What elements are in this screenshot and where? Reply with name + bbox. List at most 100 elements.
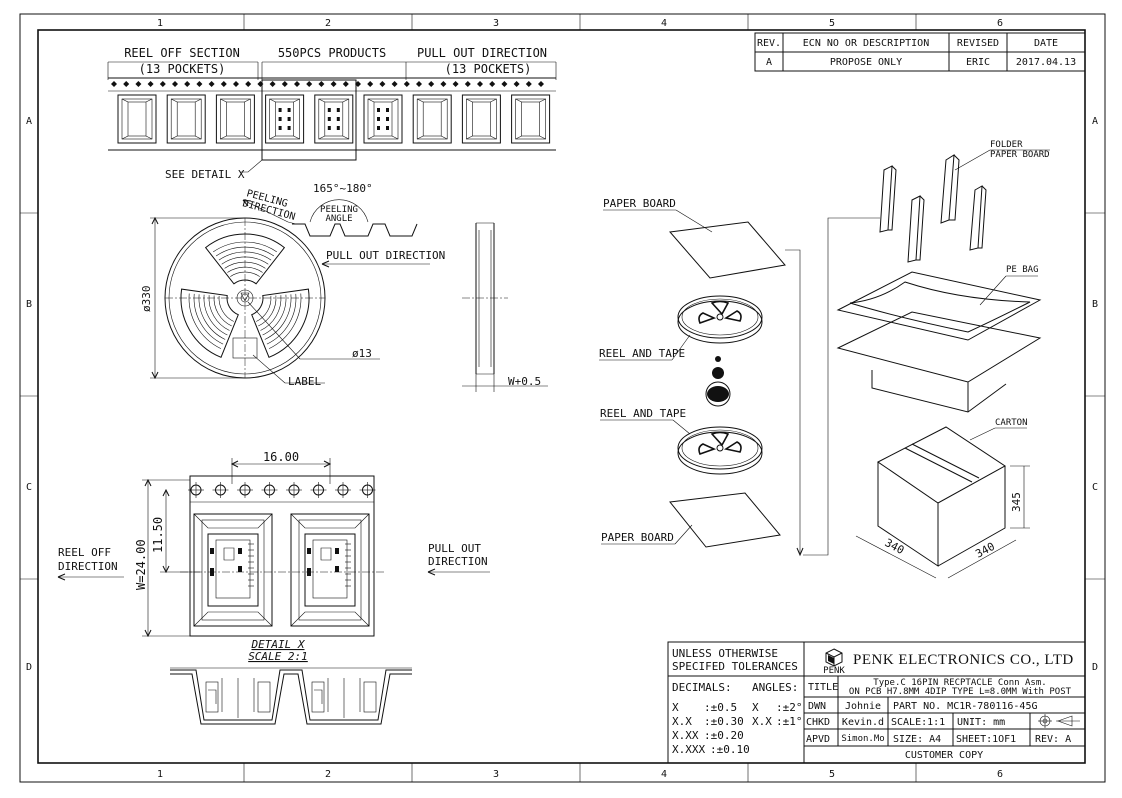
sprocket-hole [123, 81, 130, 87]
reel-spoke-window [251, 288, 310, 358]
grid-col-2-bottom: 2 [325, 769, 331, 780]
rev-value-revised: ERIC [966, 57, 990, 68]
sprocket-hole [147, 81, 154, 87]
pe-bag-box [836, 271, 1042, 413]
tol-row-2-key: X.X [672, 715, 692, 728]
pull-out-direction-top-label: PULL OUT DIRECTION [417, 46, 547, 60]
size-value: SIZE: A4 [893, 734, 941, 745]
grid-col-4-bottom: 4 [661, 769, 667, 780]
part-title-line-1: Type.C 16PIN RECPTACLE Conn Asm. [873, 678, 1046, 688]
tol-row-2-angle-value: :±1° [776, 715, 803, 728]
detail-sprocket-hole [335, 482, 351, 498]
paper-board-bottom-label: PAPER BOARD [601, 531, 674, 544]
reel-side-view: W+0.5 [462, 222, 548, 392]
products-label: 550PCS PRODUCTS [278, 46, 386, 60]
grid-col-5-top: 5 [829, 18, 835, 29]
hub-diameter-label: ø13 [352, 347, 372, 360]
paper-board-bottom-sheet [669, 492, 781, 548]
tolerance-heading-1: UNLESS OTHERWISE [672, 647, 778, 660]
customer-copy-label: CUSTOMER COPY [905, 750, 983, 761]
grid-row-d-right: D [1092, 662, 1098, 673]
dwn-label: DWN [808, 701, 826, 712]
rev-header-description: ECN NO OR DESCRIPTION [803, 38, 929, 49]
sprocket-hole [294, 81, 300, 87]
tape-pocket [166, 94, 206, 144]
packed-reel-1 [677, 295, 763, 344]
sprocket-hole [525, 81, 532, 87]
sprocket-hole [208, 81, 215, 87]
rev-header-date: DATE [1034, 38, 1058, 49]
tape-pocket-row [117, 94, 551, 144]
detail-sprocket-hole [188, 482, 204, 498]
tol-row-2-value: :±0.30 [704, 715, 744, 728]
angles-label: ANGLES: [752, 681, 798, 694]
reel-spoke-window [180, 288, 239, 358]
logo-text: PENK [823, 666, 845, 676]
revision-table: REV. ECN NO OR DESCRIPTION REVISED DATE … [754, 32, 1086, 72]
tol-row-4-key: X.XXX [672, 743, 705, 756]
detail-pockets [193, 513, 370, 627]
pe-bag-label: PE BAG [1006, 265, 1039, 275]
tol-row-1-angle-key: X [752, 701, 759, 714]
tape-pocket [215, 94, 255, 144]
sprocket-hole [245, 81, 252, 87]
folder-label-1: FOLDER [990, 140, 1023, 150]
grid-col-6-bottom: 6 [997, 769, 1003, 780]
reel-spoke-windows [180, 233, 310, 358]
apvd-label: APVD [806, 734, 830, 745]
reel-label-callout: LABEL [288, 375, 321, 388]
rev-header-rev: REV. [757, 38, 781, 49]
drawing-frame: 1 2 3 4 5 6 1 2 3 4 5 6 A B C D A B C D [19, 13, 1106, 783]
carton-height-label: 345 [1010, 492, 1023, 512]
tol-row-1-value: :±0.5 [704, 701, 737, 714]
detail-pocket [193, 513, 273, 627]
sprocket-hole [281, 81, 288, 87]
grid-col-3-bottom: 3 [493, 769, 499, 780]
sprocket-hole [269, 81, 276, 87]
tape-pocket [314, 94, 354, 144]
sprocket-hole [111, 81, 117, 87]
sprocket-hole [416, 81, 422, 87]
chkd-name: Kevin.d [842, 717, 884, 728]
tol-row-4-value: :±0.10 [710, 743, 750, 756]
projection-symbol-icon [1038, 714, 1080, 728]
detail-x-view: 16.00 W=24.00 11.50 REEL OFF DIRECTION P… [57, 450, 490, 663]
sprocket-hole [172, 81, 178, 87]
grid-col-4-top: 4 [661, 18, 667, 29]
sprocket-hole [159, 81, 166, 87]
reel-off-section-label: REEL OFF SECTION [124, 46, 240, 60]
detail-sprocket-hole [359, 482, 376, 498]
grid-row-a-left: A [26, 116, 32, 127]
grid-col-3-top: 3 [493, 18, 499, 29]
sprocket-hole [428, 81, 435, 87]
tape-width-label: W=24.00 [134, 539, 148, 590]
reel-front-view: LABEL ø13 ø330 PEELING DIRECTION 165°~18… [140, 182, 445, 388]
see-detail-label: SEE DETAIL X [165, 168, 245, 181]
packed-reel-2 [677, 426, 763, 475]
peeling-angle-label-2: ANGLE [325, 214, 352, 224]
sprocket-hole [464, 81, 471, 87]
sprocket-hole [220, 81, 227, 87]
grid-col-6-top: 6 [997, 18, 1003, 29]
rev-value-date: 2017.04.13 [1016, 57, 1076, 68]
carton-label: CARTON [995, 418, 1028, 428]
grid-col-1-bottom: 1 [157, 769, 163, 780]
sprocket-hole [489, 81, 496, 87]
rev-value: REV: A [1035, 734, 1071, 745]
sheet-value: SHEET:1OF1 [956, 734, 1016, 745]
tape-strip-view: REEL OFF SECTION (13 POCKETS) 550PCS PRO… [107, 46, 557, 181]
sprocket-hole [196, 81, 203, 87]
detail-sprocket-hole [261, 482, 278, 498]
tape-pocket [412, 94, 452, 144]
grid-col-5-bottom: 5 [829, 769, 835, 780]
grid-row-b-right: B [1092, 299, 1098, 310]
sprocket-hole [403, 81, 410, 87]
rev-value-description: PROPOSE ONLY [830, 57, 902, 68]
tol-row-3-value: :±0.20 [704, 729, 744, 742]
packing-exploded-view: PAPER BOARD REEL AND TAPE REEL AND TAPE [599, 140, 1050, 579]
grid-col-2-top: 2 [325, 18, 331, 29]
reel-diameter-label: ø330 [140, 286, 153, 313]
pull-out-pockets-label: (13 POCKETS) [445, 62, 532, 76]
decimals-label: DECIMALS: [672, 681, 732, 694]
tape-cross-section [170, 667, 412, 725]
